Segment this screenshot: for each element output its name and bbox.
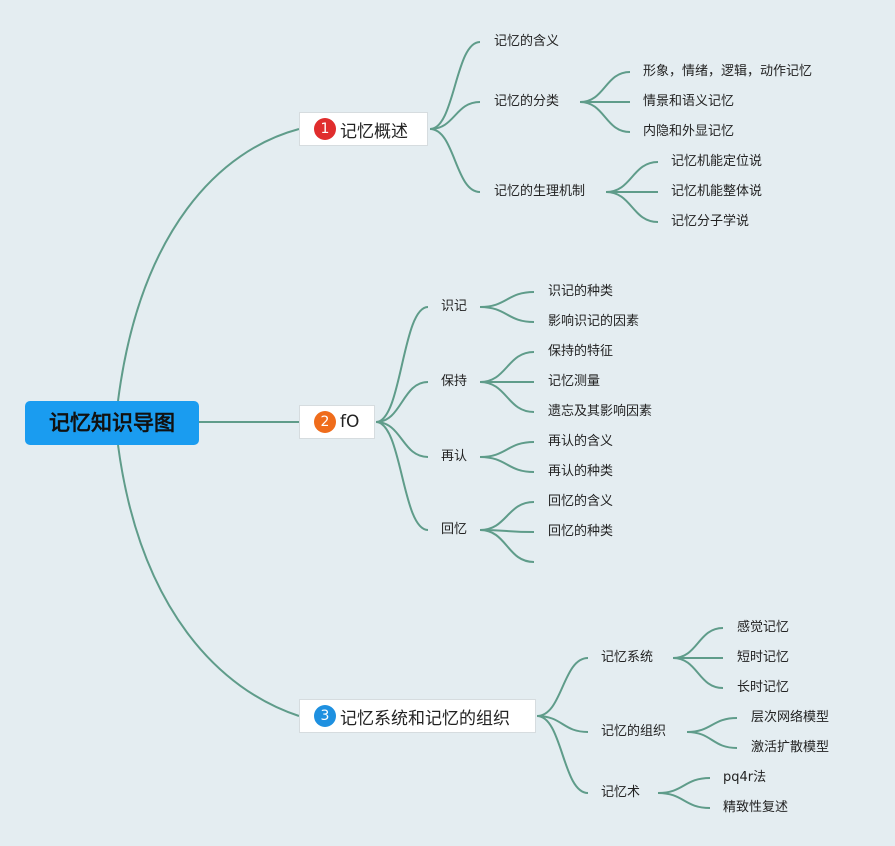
leaf-topic[interactable]: 感觉记忆 [737, 620, 790, 635]
connector-line [429, 41, 481, 130]
connector-line [375, 381, 429, 423]
connector-line [579, 71, 631, 103]
subtopic[interactable]: 记忆系统 [601, 650, 654, 665]
connector-line [479, 456, 535, 473]
connector-line [672, 627, 724, 659]
leaf-topic[interactable]: 形象，情绪，逻辑，动作记忆 [643, 64, 813, 79]
connector-line [479, 381, 535, 413]
branch-topic-1[interactable]: 1 记忆概述 [299, 112, 428, 146]
leaf-topic[interactable]: 再认的种类 [548, 464, 614, 479]
subtopic[interactable]: 记忆的分类 [494, 94, 560, 109]
number-badge-1: 1 [314, 118, 336, 140]
connector-line [686, 717, 738, 733]
leaf-topic[interactable]: 内隐和外显记忆 [643, 124, 735, 139]
leaf-topic[interactable]: 激活扩散模型 [751, 740, 830, 755]
leaf-topic[interactable]: pq4r法 [723, 770, 767, 785]
leaf-topic[interactable]: 遗忘及其影响因素 [548, 404, 653, 419]
subtopic[interactable]: 记忆的含义 [494, 34, 560, 49]
connector-line [536, 657, 589, 717]
leaf-topic[interactable]: 层次网络模型 [751, 710, 830, 725]
leaf-topic[interactable]: 回忆的含义 [548, 494, 614, 509]
leaf-topic[interactable]: 情景和语义记忆 [643, 94, 735, 109]
branch-label: 记忆系统和记忆的组织 [340, 708, 510, 729]
subtopic[interactable]: 记忆的生理机制 [494, 184, 586, 199]
connector-line [479, 529, 535, 563]
leaf-topic[interactable]: 记忆机能定位说 [671, 154, 763, 169]
number-badge-3: 3 [314, 705, 336, 727]
connector-line [479, 291, 535, 308]
branch-topic-3[interactable]: 3 记忆系统和记忆的组织 [299, 699, 536, 733]
leaf-topic[interactable]: 记忆机能整体说 [671, 184, 763, 199]
leaf-topic[interactable]: 识记的种类 [548, 284, 614, 299]
connector-line [605, 161, 659, 193]
leaf-topic[interactable]: 回忆的种类 [548, 524, 614, 539]
connector-line [375, 306, 429, 423]
connector-line [579, 101, 631, 133]
branch-label: 记忆概述 [340, 121, 408, 142]
connector-line [479, 501, 535, 531]
connector-line [375, 421, 429, 531]
leaf-topic[interactable]: 记忆测量 [548, 374, 601, 389]
connector-line [479, 306, 535, 323]
root-connector-line [117, 128, 300, 402]
leaf-topic[interactable]: 精致性复述 [723, 800, 789, 815]
connector-line [429, 101, 481, 130]
subtopic[interactable]: 记忆的组织 [601, 724, 667, 739]
connector-line [479, 351, 535, 383]
leaf-topic[interactable]: 长时记忆 [737, 680, 790, 695]
leaf-topic[interactable]: 影响识记的因素 [548, 314, 640, 329]
connector-line [657, 792, 711, 809]
subtopic[interactable]: 识记 [441, 299, 468, 314]
subtopic[interactable]: 再认 [441, 449, 468, 464]
leaf-topic[interactable]: 记忆分子学说 [671, 214, 750, 229]
connector-line [657, 777, 711, 794]
leaf-topic[interactable]: 再认的含义 [548, 434, 614, 449]
subtopic[interactable]: 记忆术 [601, 785, 641, 800]
connector-line [672, 657, 724, 689]
connector-line [479, 441, 535, 458]
connector-line [605, 191, 659, 223]
connector-line [375, 421, 429, 458]
subtopic[interactable]: 保持 [441, 374, 468, 389]
number-badge-2: 2 [314, 411, 336, 433]
root-connector-line [117, 444, 300, 717]
connector-line [536, 715, 589, 794]
leaf-topic[interactable]: 短时记忆 [737, 650, 790, 665]
connector-line [429, 128, 481, 193]
subtopic[interactable]: 回忆 [441, 522, 468, 537]
branch-label: fO [340, 412, 360, 432]
leaf-topic[interactable]: 保持的特征 [548, 344, 614, 359]
connector-line [686, 731, 738, 749]
root-topic[interactable]: 记忆知识导图 [25, 401, 199, 445]
connector-line [536, 715, 589, 733]
branch-topic-2[interactable]: 2 fO [299, 405, 375, 439]
